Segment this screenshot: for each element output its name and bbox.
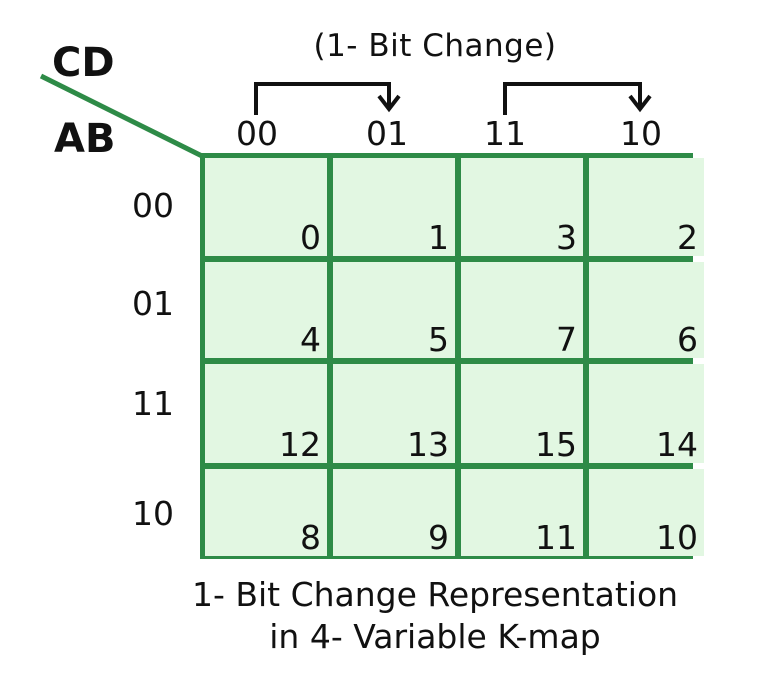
kmap-cell: 0 <box>205 158 327 256</box>
cell-number: 2 <box>677 218 698 257</box>
cd-variable-label: CD <box>52 40 115 86</box>
kmap-cell: 11 <box>461 469 583 556</box>
kmap-cell: 6 <box>589 262 704 358</box>
column-header: 01 <box>366 114 408 153</box>
column-header: 11 <box>484 114 526 153</box>
cell-number: 7 <box>556 320 577 359</box>
cell-number: 14 <box>656 425 698 464</box>
row-header: 10 <box>132 494 174 533</box>
kmap-cell: 2 <box>589 158 704 256</box>
kmap-cell: 13 <box>333 364 455 463</box>
cell-number: 10 <box>656 518 698 557</box>
cell-number: 3 <box>556 218 577 257</box>
cell-number: 6 <box>677 320 698 359</box>
row-header: 00 <box>132 186 174 225</box>
kmap-cell: 3 <box>461 158 583 256</box>
cell-number: 1 <box>428 218 449 257</box>
kmap-cell: 1 <box>333 158 455 256</box>
cell-number: 9 <box>428 518 449 557</box>
cell-number: 12 <box>279 425 321 464</box>
cell-number: 11 <box>535 518 577 557</box>
caption-line-2: in 4- Variable K-map <box>269 617 601 656</box>
caption-line-1: 1- Bit Change Representation <box>191 575 679 614</box>
kmap-grid: 0 1 3 2 4 5 7 6 12 13 15 14 8 9 11 10 <box>200 153 704 559</box>
cell-number: 8 <box>300 518 321 557</box>
cell-number: 13 <box>407 425 449 464</box>
column-header: 10 <box>620 114 662 153</box>
kmap-cell: 14 <box>589 364 704 463</box>
row-header: 11 <box>132 384 174 423</box>
ab-variable-label: AB <box>54 116 116 162</box>
cell-number: 5 <box>428 320 449 359</box>
kmap-cell: 12 <box>205 364 327 463</box>
cell-number: 0 <box>300 218 321 257</box>
kmap-cell: 15 <box>461 364 583 463</box>
arrow-00-to-01-icon <box>254 82 401 115</box>
cell-number: 15 <box>535 425 577 464</box>
kmap-cell: 10 <box>589 469 704 556</box>
arrow-11-to-10-icon <box>503 82 652 115</box>
diagram-title: (1- Bit Change) <box>313 28 557 64</box>
diagram-caption: 1- Bit Change Representation in 4- Varia… <box>0 574 768 658</box>
kmap-cell: 8 <box>205 469 327 556</box>
kmap-cell: 9 <box>333 469 455 556</box>
kmap-cell: 7 <box>461 262 583 358</box>
kmap-cell: 4 <box>205 262 327 358</box>
cell-number: 4 <box>300 320 321 359</box>
column-header: 00 <box>236 114 278 153</box>
row-header: 01 <box>132 284 174 323</box>
kmap-cell: 5 <box>333 262 455 358</box>
